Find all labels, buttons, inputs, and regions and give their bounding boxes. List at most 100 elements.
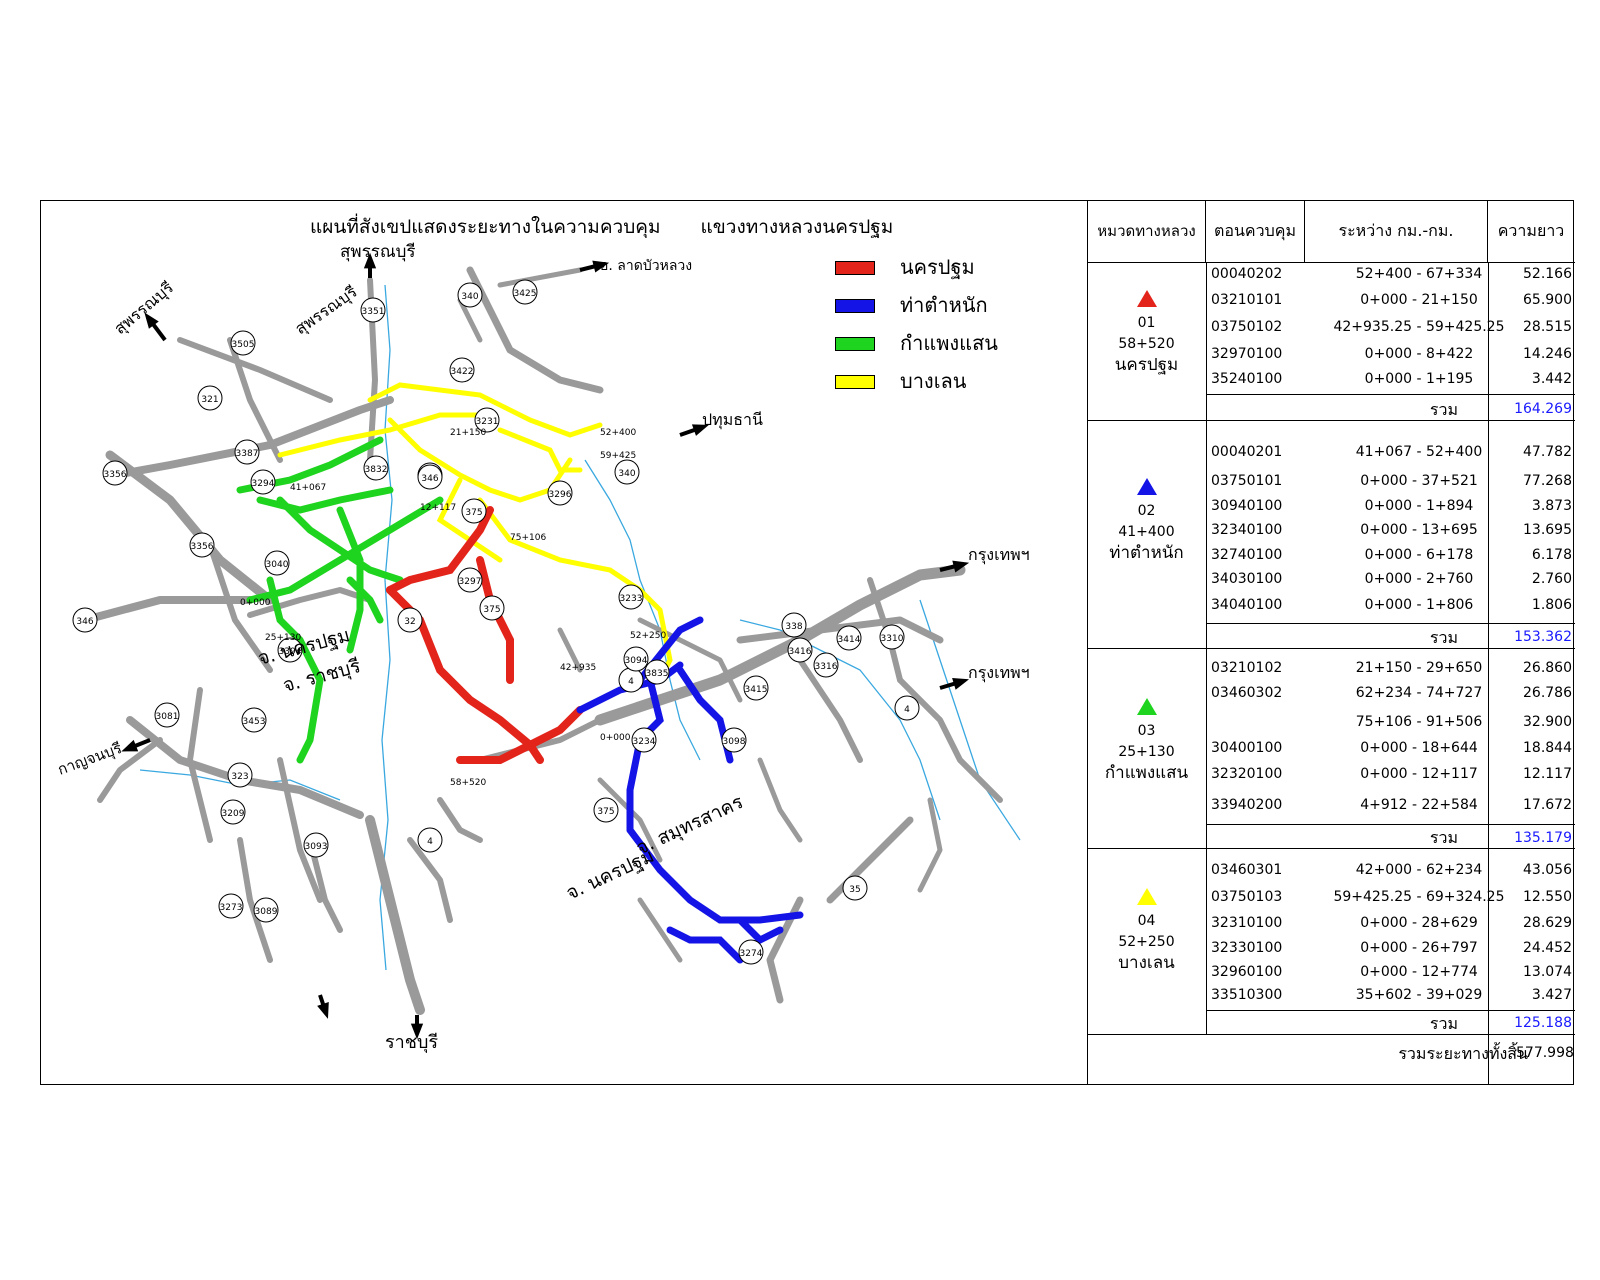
km-range: 0+000 - 28+629 [1360, 915, 1478, 931]
route-shield-icon [227, 762, 253, 788]
route-map: 3351340342535053213422323134633563387329… [55, 242, 1029, 1053]
km-range: 0+000 - 6+178 [1364, 547, 1474, 563]
arrow-head-icon [363, 252, 377, 269]
control-code: 00040202 [1211, 266, 1283, 282]
length: 43.056 [1523, 862, 1572, 878]
bang-len-route [277, 412, 493, 458]
road-line [437, 797, 483, 843]
route-shield-icon [449, 357, 475, 383]
route-shield-number: 3209 [222, 809, 245, 819]
km-range: 0+000 - 21+150 [1360, 292, 1478, 308]
tha-tamnak-route [736, 916, 784, 945]
route-shield-number: 3351 [362, 307, 385, 317]
road-line [757, 757, 803, 843]
length: 17.672 [1523, 797, 1572, 813]
road-line [457, 297, 483, 343]
subtotal-label: รวม [1429, 628, 1458, 647]
length: 2.760 [1531, 571, 1572, 587]
arrow-head-icon [317, 1001, 329, 1019]
road-line [797, 657, 863, 763]
road-line [466, 266, 604, 394]
subtotal-value: 153.362 [1514, 629, 1572, 645]
route-shield-number: 35 [849, 885, 860, 895]
km-range: 0+000 - 12+774 [1360, 964, 1478, 980]
legend-label: ท่าตำหนัก [900, 293, 988, 317]
distance-table: หมวดทางหลวง ตอนควบคุม ระหว่าง กม.-กม. คว… [1087, 200, 1575, 1085]
length: 65.900 [1523, 292, 1572, 308]
length: 1.806 [1531, 597, 1572, 613]
control-code: 33940200 [1211, 797, 1283, 813]
length: 6.178 [1531, 547, 1572, 563]
km-range: 0+000 - 1+894 [1364, 498, 1474, 514]
arrow-head-icon [952, 677, 969, 690]
direction-label: ราชบุรี [385, 1032, 438, 1053]
control-code: 00040201 [1211, 444, 1283, 460]
kamphaeng-saen-route [256, 486, 394, 514]
subtotal-value: 135.179 [1514, 830, 1572, 846]
road-line [637, 897, 683, 963]
route-shield-icon [102, 460, 128, 486]
group-no: 02 [1137, 503, 1156, 519]
length: 28.629 [1523, 915, 1572, 931]
route-shield-number: 4 [904, 705, 910, 715]
subtotal-label: รวม [1429, 1014, 1458, 1033]
road-line [365, 815, 425, 1015]
kamphaeng-saen-route [266, 576, 324, 764]
length: 52.166 [1523, 266, 1572, 282]
km-annotation: 58+520 [450, 778, 486, 788]
route-shield-icon [842, 875, 868, 901]
km-annotation: 42+935 [560, 663, 596, 673]
control-code: 32320100 [1211, 766, 1283, 782]
km-range: 4+912 - 22+584 [1360, 797, 1478, 813]
direction-label: อ. ลาดบัวหลวง [600, 258, 692, 274]
arrow-head-icon [691, 424, 709, 436]
length: 13.074 [1523, 964, 1572, 980]
arrow-head-icon [592, 260, 610, 273]
group-name: กำแพงแสน [1104, 763, 1189, 783]
kamphaeng-saen-route [276, 496, 404, 584]
route-shield-number: 3297 [459, 577, 482, 587]
km-annotation: 0+000 [600, 733, 631, 743]
route-shield-number: 323 [231, 772, 248, 782]
route-shield-icon [623, 646, 649, 672]
group-km: 41+400 [1118, 524, 1175, 540]
route-shield-number: 4 [427, 837, 433, 847]
length: 14.246 [1523, 346, 1572, 362]
arrow-head-icon [121, 739, 139, 752]
map-title: แผนที่สังเขปแสดงระยะทางในความควบคุม [310, 216, 661, 238]
route-shield-number: 375 [483, 605, 500, 615]
km-range: 41+067 - 52+400 [1355, 444, 1483, 460]
road-line [97, 737, 163, 803]
bang-len-route [367, 382, 603, 438]
route-shield-icon [417, 464, 443, 490]
route-shield-number: 3416 [789, 647, 812, 657]
route-shield-number: 3089 [255, 907, 278, 917]
control-code: 03750101 [1211, 473, 1283, 489]
length: 28.515 [1523, 319, 1572, 335]
control-code: 30940100 [1211, 498, 1283, 514]
group-km: 52+250 [1118, 934, 1175, 950]
route-shield-number: 321 [201, 395, 218, 405]
route-shield-icon [461, 498, 487, 524]
route-shield-icon [154, 702, 180, 728]
group-no: 01 [1137, 315, 1156, 331]
route-shield-icon [189, 532, 215, 558]
group-no: 03 [1137, 723, 1156, 739]
road-line [307, 837, 343, 933]
nakhon-pathom-route [456, 706, 584, 764]
km-range: 59+425.25 - 69+324.25 [1333, 889, 1505, 905]
control-code: 32740100 [1211, 547, 1283, 563]
km-range: 0+000 - 8+422 [1364, 346, 1474, 362]
length: 26.786 [1523, 685, 1572, 701]
route-shield-number: 375 [597, 807, 614, 817]
km-range: 35+602 - 39+029 [1355, 987, 1483, 1003]
route-shield-number: 3094 [625, 656, 648, 666]
control-code: 03750102 [1211, 319, 1283, 335]
road-line [597, 777, 663, 863]
province-label: จ. นครปฐม [563, 845, 658, 905]
route-shield-icon [787, 637, 813, 663]
route-shield-icon [277, 637, 303, 663]
route-shield-icon [72, 607, 98, 633]
route-shield-number: 375 [465, 508, 482, 518]
route-shield-icon [479, 595, 505, 621]
